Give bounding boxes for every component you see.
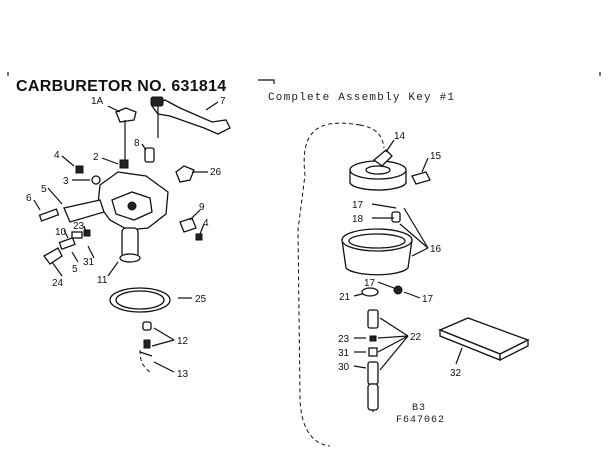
part-label-3: 3 (63, 176, 69, 187)
part-label-15: 15 (430, 151, 442, 162)
carburetor-body-icon (38, 96, 231, 265)
part-label-5b: 5 (72, 264, 78, 275)
part-label-9: 9 (199, 202, 205, 213)
bowl-fastener-stack (367, 309, 379, 412)
part-label-10: 10 (55, 227, 67, 238)
title-frame-corner (258, 79, 275, 84)
assembly-key-caption: Complete Assembly Key #1 (268, 92, 456, 104)
part-label-8: 8 (134, 138, 140, 149)
part-label-17a: 17 (352, 200, 364, 211)
part-label-26: 26 (210, 167, 222, 178)
part-label-2: 2 (93, 152, 99, 163)
part-label-12: 12 (177, 336, 189, 347)
part-label-7: 7 (220, 96, 226, 107)
part-label-4a: 4 (54, 150, 60, 161)
part-label-5a: 5 (41, 184, 47, 195)
frame-ticks (7, 72, 601, 76)
part-label-1a: 1A (91, 96, 104, 107)
part-label-25: 25 (195, 294, 207, 305)
part-label-22: 22 (410, 332, 422, 343)
gasket-21 (361, 287, 379, 297)
part-label-13: 13 (177, 369, 189, 380)
part-label-6: 6 (26, 193, 32, 204)
diagram-title: CARBURETOR NO. 631814 (16, 78, 227, 95)
gasket-ring (109, 287, 171, 313)
part-label-32: 32 (450, 368, 462, 379)
small-part-12 (142, 321, 152, 331)
part-label-31a: 31 (83, 257, 95, 268)
assembly-outline-right (297, 122, 361, 447)
part-label-11: 11 (97, 275, 108, 286)
part-label-17c: 17 (422, 294, 434, 305)
instruction-card-icon (438, 317, 530, 362)
reference-code-b3: B3 (412, 403, 427, 414)
assembly-outline-top (359, 124, 385, 149)
float-pin-icon (411, 171, 431, 185)
part-label-23b: 23 (338, 334, 350, 345)
small-part-12b (143, 339, 151, 349)
part-label-30: 30 (338, 362, 350, 373)
part-label-18: 18 (352, 214, 364, 225)
reference-code-drawing-number: F647062 (396, 415, 446, 426)
part-labels: 1A 7 8 2 4 3 26 5 6 9 4 10 23 5 31 11 24… (26, 96, 462, 380)
seal-17 (393, 285, 403, 295)
part-label-31b: 31 (338, 348, 350, 359)
part-label-16: 16 (430, 244, 442, 255)
small-part-13-lead (139, 351, 153, 357)
part-label-21: 21 (339, 292, 351, 303)
leader-lines (33, 101, 463, 373)
part-label-17b: 17 (364, 278, 376, 289)
part-label-23a: 23 (73, 221, 85, 232)
part-label-4b: 4 (203, 218, 209, 229)
float-bowl-icon (341, 211, 413, 276)
part-label-24: 24 (52, 278, 64, 289)
float-icon (349, 149, 407, 191)
part-label-14: 14 (394, 131, 406, 142)
